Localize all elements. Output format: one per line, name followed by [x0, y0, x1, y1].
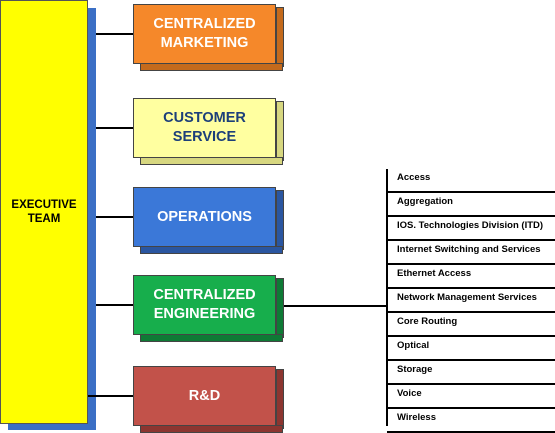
engineering-group-item: Network Management Services: [387, 289, 555, 313]
engineering-group-item: Core Routing: [387, 313, 555, 337]
executive-team-box: EXECUTIVE TEAM: [0, 0, 88, 424]
engineering-group-item: Optical: [387, 337, 555, 361]
rnd-label: R&D: [188, 387, 221, 404]
operations-label: OPERATIONS: [157, 208, 252, 225]
rnd-box-side: [276, 369, 284, 429]
connector-rnd: [88, 395, 134, 397]
customer-service-box: CUSTOMER SERVICE: [133, 98, 276, 158]
connector-customer-service: [96, 127, 134, 129]
centralized-marketing-box: CENTRALIZED MARKETING: [133, 4, 276, 64]
engineering-group-item: Storage: [387, 361, 555, 385]
customer-service-box-side: [276, 101, 284, 161]
connector-engineering: [96, 304, 134, 306]
rnd-box: R&D: [133, 366, 276, 426]
rnd-box-bottom: [140, 425, 283, 433]
centralized-engineering-box: CENTRALIZED ENGINEERING: [133, 275, 276, 335]
customer-service-box-bottom: [140, 157, 283, 165]
operations-box: OPERATIONS: [133, 187, 276, 247]
engineering-group-item: Aggregation: [387, 193, 555, 217]
operations-box-bottom: [140, 246, 283, 254]
engineering-box-side: [276, 278, 284, 338]
engineering-group-item: Wireless: [387, 409, 555, 433]
connector-operations: [96, 216, 134, 218]
engineering-group-item: Access: [387, 169, 555, 193]
engineering-group-item: Voice: [387, 385, 555, 409]
engineering-groups-spine: [386, 169, 388, 426]
operations-box-side: [276, 190, 284, 250]
executive-team-label: EXECUTIVE TEAM: [11, 199, 77, 225]
engineering-group-item: Internet Switching and Services: [387, 241, 555, 265]
marketing-box-side: [276, 7, 284, 67]
engineering-group-item: IOS. Technologies Division (ITD): [387, 217, 555, 241]
engineering-box-bottom: [140, 334, 283, 342]
customer-service-label: CUSTOMER SERVICE: [163, 110, 246, 145]
centralized-marketing-label: CENTRALIZED MARKETING: [153, 16, 256, 51]
connector-marketing: [96, 33, 134, 35]
connector-engineering-groups: [284, 305, 388, 307]
engineering-group-item: Ethernet Access: [387, 265, 555, 289]
marketing-box-bottom: [140, 63, 283, 71]
centralized-engineering-label: CENTRALIZED ENGINEERING: [153, 287, 256, 322]
